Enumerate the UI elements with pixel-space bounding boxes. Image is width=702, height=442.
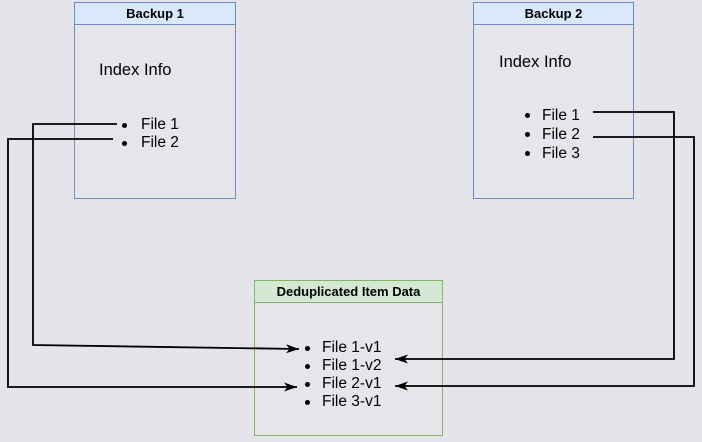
bullet-icon xyxy=(305,345,310,351)
file-label: File 3-v1 xyxy=(322,393,382,410)
bullet-icon xyxy=(305,381,310,387)
backup2-index-info-label: Index Info xyxy=(499,53,572,71)
file-label: File 3 xyxy=(542,144,580,162)
list-item: File 1 xyxy=(122,116,179,134)
backup2-box: Backup 2 xyxy=(473,2,634,199)
bullet-icon xyxy=(122,140,127,146)
bullet-icon xyxy=(525,132,530,137)
dedup-file-list: File 1-v1 File 1-v2 File 2-v1 File 3-v1 xyxy=(305,339,381,411)
backup1-file-list: File 1 File 2 xyxy=(122,116,179,152)
backup2-title: Backup 2 xyxy=(474,3,633,25)
bullet-icon xyxy=(305,399,310,405)
list-item: File 2-v1 xyxy=(305,375,381,393)
bullet-icon xyxy=(525,151,530,156)
list-item: File 3-v1 xyxy=(305,393,381,411)
file-label: File 1 xyxy=(542,106,580,124)
dedup-title: Deduplicated Item Data xyxy=(255,281,442,303)
backup1-title: Backup 1 xyxy=(75,3,235,25)
list-item: File 1-v2 xyxy=(305,357,381,375)
backup1-index-info-label: Index Info xyxy=(99,61,172,79)
list-item: File 1 xyxy=(525,106,580,125)
backup1-box: Backup 1 xyxy=(74,2,236,199)
bullet-icon xyxy=(122,122,127,128)
file-label: File 2-v1 xyxy=(322,375,382,392)
list-item: File 3 xyxy=(525,144,580,163)
list-item: File 2 xyxy=(122,134,179,152)
file-label: File 1-v1 xyxy=(322,339,382,356)
file-label: File 2 xyxy=(141,134,179,151)
list-item: File 1-v1 xyxy=(305,339,381,357)
bullet-icon xyxy=(305,363,310,369)
list-item: File 2 xyxy=(525,125,580,144)
file-label: File 1 xyxy=(141,116,179,133)
bullet-icon xyxy=(525,113,530,118)
backup2-file-list: File 1 File 2 File 3 xyxy=(525,106,580,163)
file-label: File 2 xyxy=(542,125,580,143)
file-label: File 1-v2 xyxy=(322,357,382,374)
